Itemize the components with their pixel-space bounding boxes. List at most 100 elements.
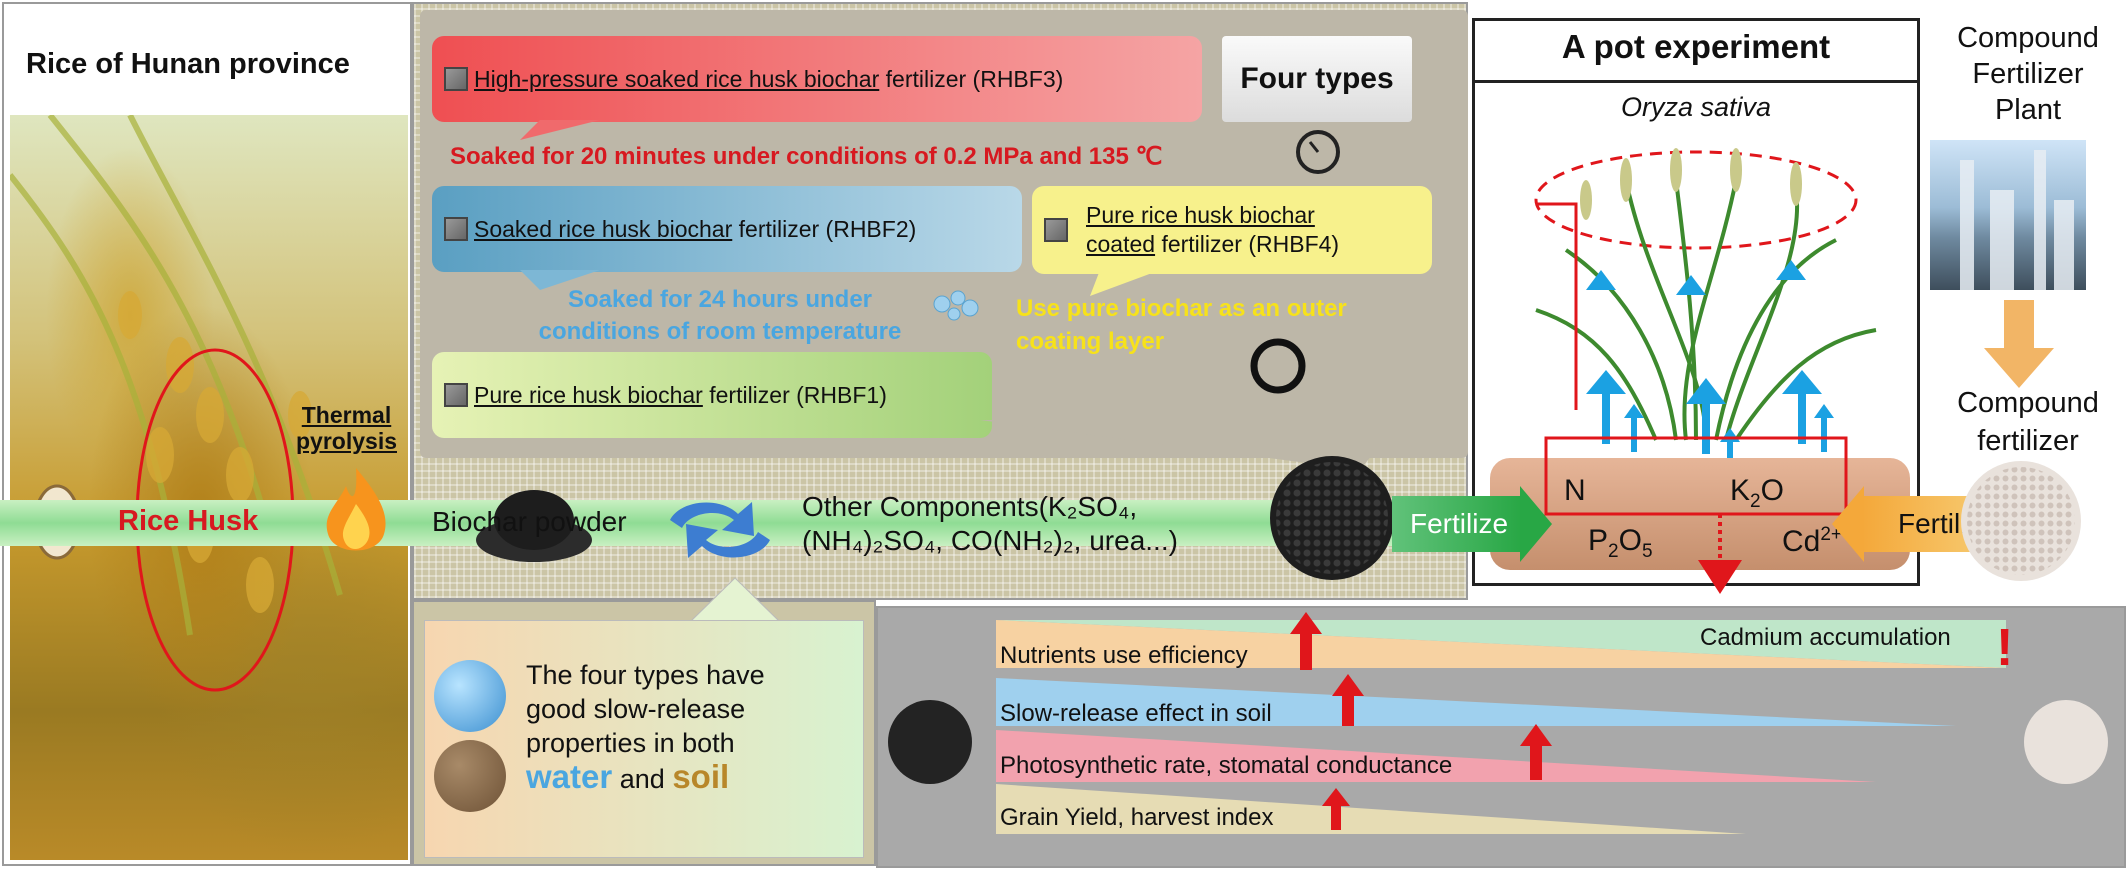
- rice-stalks-illustration: [7, 113, 343, 636]
- rhbf3-box: High-pressure soaked rice husk biochar f…: [432, 36, 1202, 122]
- other-components-label: Other Components(K₂SO₄, (NH₄)₂SO₄, CO(NH…: [802, 490, 1178, 558]
- rhbf3-label: fertilizer (RHBF3): [879, 65, 1064, 92]
- rice-field-photo: [7, 113, 408, 860]
- k-sub: 2: [1750, 491, 1761, 512]
- rhbf3-name: High-pressure soaked rice husk biochar: [474, 65, 880, 92]
- rhbf4-condition-line1: Use pure biochar as an outer: [1016, 295, 1347, 322]
- rhbf2-condition-line2: conditions of room temperature: [538, 318, 902, 345]
- summary-callout-tail: [690, 577, 780, 623]
- mixing-arrows-icon: [670, 502, 770, 558]
- compound-fertilizer-plant-title: Compound Fertilizer Plant: [1930, 20, 2126, 128]
- rice-plant-illustration: [1534, 148, 1877, 442]
- p-mid: O: [1618, 524, 1642, 557]
- compound-label-line2: fertilizer: [1977, 425, 2079, 457]
- flame-icon: [326, 468, 386, 551]
- panicle-highlight-ellipse: [1534, 150, 1858, 250]
- rhbf2-box: Soaked rice husk biochar fertilizer (RHB…: [432, 186, 1022, 272]
- thermal-pyrolysis-label: Thermal pyrolysis: [296, 402, 397, 454]
- rhbf4-condition-line2: coating layer: [1016, 328, 1165, 355]
- rhbf4-name-line2: coated: [1086, 231, 1156, 257]
- rhbf2-label: fertilizer (RHBF2): [732, 215, 917, 242]
- cadmium-ion-label: Cd2+: [1782, 524, 1842, 559]
- release-summary-box: [424, 620, 864, 858]
- summary-line1: The four types have: [526, 660, 765, 690]
- rhbf3-condition: Soaked for 20 minutes under conditions o…: [450, 143, 1163, 170]
- root-zone-box: [1544, 436, 1848, 594]
- rhbf1-box: Pure rice husk biochar fertilizer (RHBF1…: [432, 352, 992, 438]
- rhbf4-text: Pure rice husk biochar coated fertilizer…: [1086, 201, 1339, 259]
- rhbf4-box: Pure rice husk biochar coated fertilizer…: [1032, 186, 1432, 274]
- rhbf1-name: Pure rice husk biochar: [474, 381, 703, 408]
- rhbf4-label: fertilizer (RHBF4): [1155, 231, 1340, 257]
- slow-release-label: Slow-release effect in soil: [1000, 700, 1272, 727]
- callout-tails: [520, 120, 1400, 470]
- fertilize-arrow-head-left: [1520, 486, 1552, 562]
- plant-title-line3: Plant: [1994, 94, 2062, 126]
- biochar-fertilizer-granules: [1270, 456, 1394, 580]
- summary-line2: good slow-release: [526, 694, 746, 724]
- potassium-oxide-label: K2O: [1730, 474, 1784, 513]
- wedge-grain: [996, 784, 1746, 834]
- p-sub2: 5: [1641, 541, 1653, 562]
- rhbf4-name-line1: Pure rice husk biochar: [1086, 202, 1315, 228]
- biochar-powder-pile: [476, 490, 592, 562]
- water-droplets-icon: [933, 290, 979, 321]
- wedge-photosynthesis: [996, 730, 1876, 782]
- water-word: water: [526, 758, 613, 795]
- release-summary-text: The four types have good slow-release pr…: [526, 658, 856, 796]
- rice-panel-title: Rice of Hunan province: [26, 48, 350, 80]
- pot-title-divider: [1472, 80, 1920, 83]
- cd-base: Cd: [1782, 525, 1821, 558]
- k-end: O: [1760, 474, 1784, 507]
- compound-fertilizer-sample: [2024, 700, 2108, 784]
- other-components-line1: Other Components(K₂SO₄,: [802, 491, 1138, 522]
- thermal-line: Thermal: [301, 402, 392, 428]
- soil-icon: [434, 740, 506, 812]
- and-word: and: [619, 764, 665, 794]
- coating-ring-icon: [1250, 338, 1306, 394]
- rhbf2-condition-line1: Soaked for 24 hours under: [567, 286, 873, 313]
- nitrogen-label: N: [1564, 474, 1586, 507]
- grain-yield-label: Grain Yield, harvest index: [1000, 804, 1274, 831]
- uptake-connector-line: [1536, 202, 1578, 410]
- factory-silhouette: [1960, 150, 2074, 290]
- plant-title-line2: Fertilizer: [1972, 58, 2084, 90]
- checkbox-icon: [444, 67, 468, 91]
- p-sub1: 2: [1608, 541, 1619, 562]
- warning-exclamation-icon: !: [1996, 619, 2014, 677]
- wedge-slow-release: [996, 678, 1956, 726]
- k-base: K: [1730, 474, 1751, 507]
- fertilize-arrow-head-right: [1832, 486, 1864, 562]
- biochar-powder-label: Biochar powder: [432, 506, 627, 537]
- water-icon: [434, 660, 506, 732]
- production-arrow: [1984, 300, 2054, 388]
- pressure-gauge-icon: [1296, 130, 1340, 174]
- factory-photo: [1930, 140, 2086, 290]
- plant-title-line1: Compound: [1957, 22, 2099, 54]
- compound-fertilizer-granules: [1961, 461, 2081, 581]
- species-label: Oryza sativa: [1620, 92, 1772, 122]
- compound-label-line1: Compound: [1957, 387, 2099, 419]
- soil-word: soil: [672, 758, 730, 795]
- rhbf2-condition: Soaked for 24 hours under conditions of …: [500, 284, 940, 348]
- p-base: P: [1588, 524, 1609, 557]
- photosynthesis-label: Photosynthetic rate, stomatal conductanc…: [1000, 752, 1453, 779]
- rice-husk-label: Rice Husk: [118, 505, 259, 537]
- wedge-nutrients: [996, 620, 2006, 668]
- four-types-header: Four types: [1222, 36, 1412, 122]
- rhbf2-name: Soaked rice husk biochar: [474, 215, 733, 242]
- checkbox-icon: [444, 217, 468, 241]
- pyrolysis-line: pyrolysis: [296, 428, 397, 454]
- checkbox-icon: [1044, 218, 1068, 242]
- phosphorus-pentoxide-label: P2O5: [1588, 524, 1653, 563]
- nutrients-efficiency-label: Nutrients use efficiency: [1000, 642, 1248, 669]
- summary-line3: properties in both: [526, 728, 735, 758]
- checkbox-icon: [444, 383, 468, 407]
- other-components-line2: (NH₄)₂SO₄, CO(NH₂)₂, urea...): [802, 525, 1178, 556]
- rhbf4-condition: Use pure biochar as an outer coating lay…: [1016, 292, 1436, 358]
- fertilize-arrow-biochar: Fertilize: [1392, 496, 1522, 552]
- compound-fertilizer-label: Compound fertilizer: [1930, 384, 2126, 460]
- increase-arrows: [1290, 612, 1552, 830]
- cadmium-accumulation-label: Cadmium accumulation: [1700, 624, 1951, 651]
- biochar-fertilizer-sample: [888, 700, 972, 784]
